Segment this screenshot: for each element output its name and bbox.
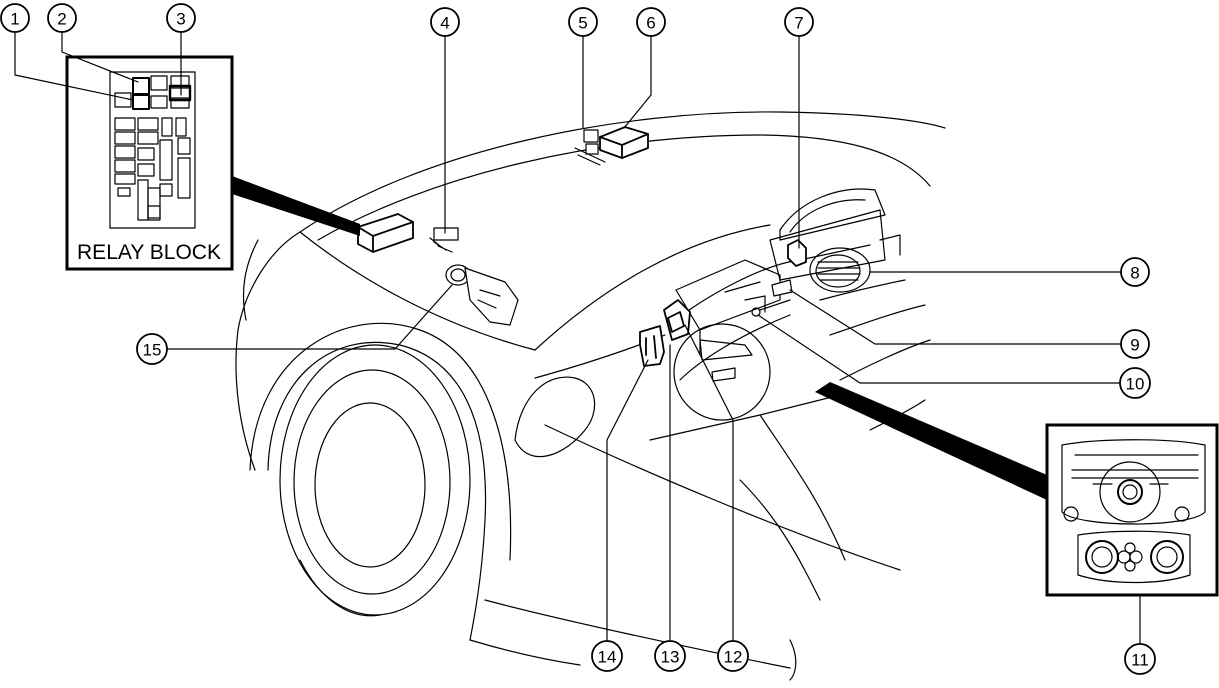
- callout-15: 15: [136, 333, 168, 365]
- callout-12: 12: [717, 640, 749, 672]
- relay-inset-pointer: [232, 176, 360, 236]
- callout-1: 1: [0, 3, 30, 33]
- svg-text:15: 15: [143, 341, 162, 360]
- relay-block-inset: RELAY BLOCK: [65, 55, 234, 271]
- callout-7: 7: [784, 7, 814, 37]
- svg-text:3: 3: [176, 10, 185, 29]
- svg-text:10: 10: [1126, 375, 1145, 394]
- callout-11: 11: [1124, 643, 1156, 675]
- callout-3: 3: [166, 3, 196, 33]
- svg-text:7: 7: [794, 14, 803, 33]
- control-panel-inset: [1045, 423, 1219, 597]
- svg-text:5: 5: [578, 14, 587, 33]
- callout-9: 9: [1120, 329, 1150, 359]
- connector-4-component: [429, 227, 459, 253]
- callout-2: 2: [47, 3, 77, 33]
- svg-text:11: 11: [1131, 651, 1149, 670]
- callout-13: 13: [654, 640, 686, 672]
- svg-text:1: 1: [10, 10, 19, 29]
- callout-10: 10: [1119, 367, 1151, 399]
- component-7-body: [787, 239, 807, 267]
- relay-block-component: [357, 213, 414, 253]
- callout-4: 4: [430, 7, 460, 37]
- svg-text:9: 9: [1130, 336, 1139, 355]
- svg-text:14: 14: [598, 648, 617, 667]
- svg-text:12: 12: [724, 648, 743, 667]
- component-14-body: [639, 325, 665, 367]
- component-9-body: [771, 279, 793, 297]
- callout-6: 6: [636, 7, 666, 37]
- component-5-body: [574, 129, 606, 166]
- svg-text:8: 8: [1130, 264, 1139, 283]
- component-12-13-body: [663, 299, 691, 341]
- relay-block-label: RELAY BLOCK: [77, 241, 221, 264]
- callout-8: 8: [1120, 257, 1150, 287]
- svg-text:13: 13: [661, 648, 680, 667]
- control-panel-inset-pointer: [815, 382, 1047, 500]
- svg-text:6: 6: [646, 14, 655, 33]
- component-6-body: [599, 126, 649, 159]
- component-15-body: [445, 264, 519, 326]
- callout-14: 14: [591, 640, 623, 672]
- svg-text:2: 2: [57, 10, 66, 29]
- leader-lines: [14, 31, 1141, 644]
- component-10-body: [751, 307, 761, 317]
- callout-5: 5: [568, 7, 598, 37]
- svg-text:4: 4: [440, 14, 449, 33]
